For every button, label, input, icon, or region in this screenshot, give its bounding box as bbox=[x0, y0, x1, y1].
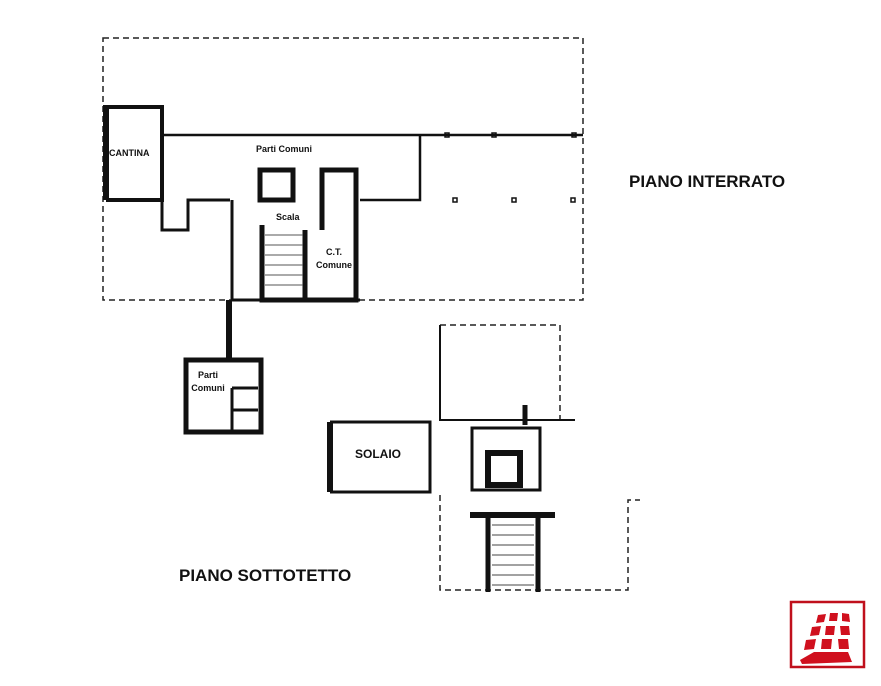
parti-label-line2: Comuni bbox=[191, 383, 225, 393]
ct-label-line2: Comune bbox=[316, 260, 352, 270]
room-label-cantina: CANTINA bbox=[109, 148, 150, 158]
logo bbox=[789, 600, 866, 669]
boundary-dashed bbox=[102, 37, 640, 591]
floor-title-interrato: PIANO INTERRATO bbox=[629, 172, 786, 191]
floor-title-sottotetto: PIANO SOTTOTETTO bbox=[179, 566, 352, 585]
room-label-parti-comuni-lower: Parti Comuni bbox=[188, 369, 228, 395]
walls-interrato bbox=[103, 105, 583, 358]
stair-treads-interrato bbox=[265, 234, 303, 286]
room-label-scala: Scala bbox=[276, 212, 300, 222]
walls-sottotetto bbox=[327, 325, 575, 592]
room-label-parti-comuni: Parti Comuni bbox=[256, 144, 313, 154]
parti-label-line1: Parti bbox=[197, 370, 218, 380]
room-label-solaio: SOLAIO bbox=[355, 447, 402, 461]
pillars bbox=[444, 132, 577, 203]
room-label-ct-comune: C.T. Comune bbox=[310, 246, 358, 272]
walls-parti-comuni-lower bbox=[183, 357, 264, 435]
ct-label-line1: C.T. bbox=[325, 247, 342, 257]
stair-treads-sottotetto bbox=[492, 524, 534, 586]
